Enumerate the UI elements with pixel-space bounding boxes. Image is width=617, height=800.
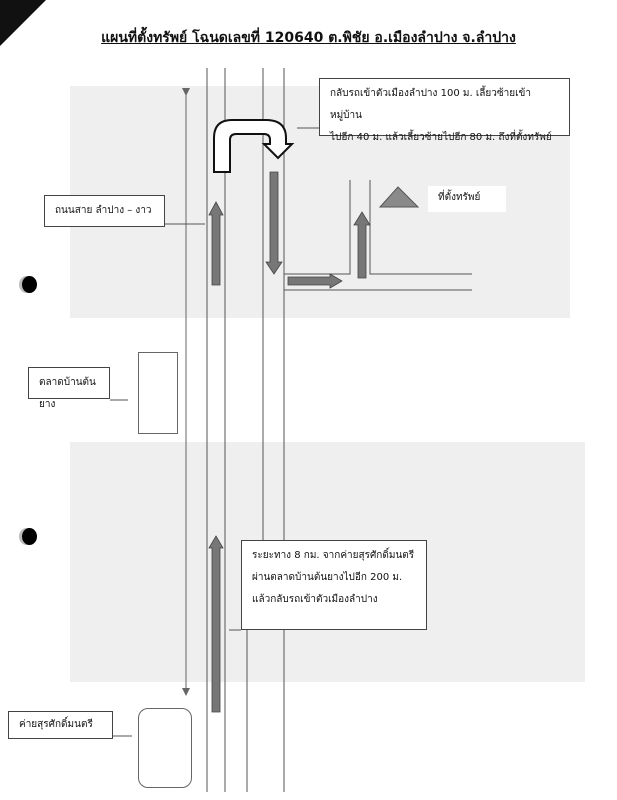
directions-top-box: กลับรถเข้าตัวเมืองลำปาง 100 ม. เลี้ยวซ้า… xyxy=(319,78,570,143)
highway-label: ถนนสาย ลำปาง – งาว xyxy=(44,195,165,227)
directions-bottom-line-3: แล้วกลับรถเข้าตัวเมืองลำปาง xyxy=(252,594,378,605)
directions-bottom-box: ระยะทาง 8 กม. จากค่ายสุรศักดิ์มนตรี ผ่าน… xyxy=(241,540,427,630)
property-label-text: ที่ตั้งทรัพย์ xyxy=(438,192,481,203)
directions-top-line-2: ไปอีก 40 ม. แล้วเลี้ยวซ้ายไปอีก 80 ม. ถึ… xyxy=(330,132,552,143)
binder-hole-icon xyxy=(22,276,37,293)
market-label-text: ตลาดบ้านต้นยาง xyxy=(39,377,96,410)
scan-corner xyxy=(0,0,46,46)
leader-lines xyxy=(110,127,319,737)
market-label: ตลาดบ้านต้นยาง xyxy=(28,367,110,410)
camp-building xyxy=(138,708,192,788)
direction-arrow-icon xyxy=(353,211,371,279)
direction-arrow-icon xyxy=(287,273,343,289)
property-triangle-marker-icon xyxy=(378,186,420,208)
u-turn-arrow-icon xyxy=(213,119,295,173)
direction-arrow-icon xyxy=(208,535,224,713)
directions-bottom-line-1: ระยะทาง 8 กม. จากค่ายสุรศักดิ์มนตรี xyxy=(252,550,415,561)
directions-bottom-line-2: ผ่านตลาดบ้านต้นยางไปอีก 200 ม. xyxy=(252,572,403,583)
directions-top-line-1: กลับรถเข้าตัวเมืองลำปาง 100 ม. เลี้ยวซ้า… xyxy=(330,88,531,121)
market-building xyxy=(138,352,178,434)
map-title: แผนที่ตั้งทรัพย์ โฉนดเลขที่ 120640 ต.พิช… xyxy=(101,30,516,46)
village-road xyxy=(284,180,472,291)
binder-hole-icon xyxy=(22,528,37,545)
property-label: ที่ตั้งทรัพย์ xyxy=(428,186,506,212)
camp-label: ค่ายสุรศักดิ์มนตรี xyxy=(8,711,113,739)
direction-arrow-icon xyxy=(208,201,224,286)
camp-label-text: ค่ายสุรศักดิ์มนตรี xyxy=(19,719,93,730)
direction-arrow-icon xyxy=(265,171,283,275)
highway-label-text: ถนนสาย ลำปาง – งาว xyxy=(55,205,152,216)
